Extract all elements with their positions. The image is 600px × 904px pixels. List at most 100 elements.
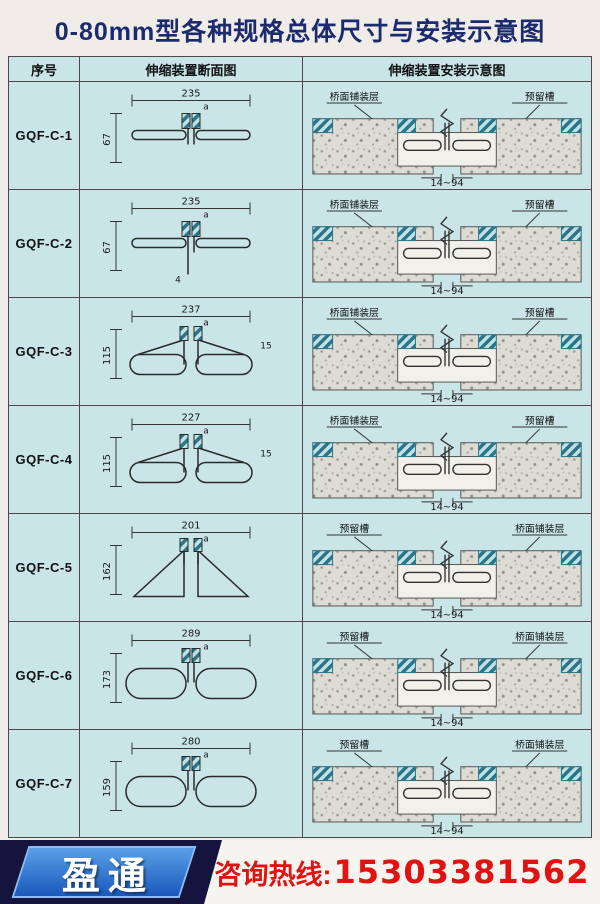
install-left-label: 预留槽 bbox=[339, 522, 369, 535]
install-right-label: 桥面铺装层 bbox=[515, 522, 564, 535]
install-diagram: 桥面铺装层 预留槽 14~94 bbox=[303, 298, 591, 405]
model-label: GQF-C-1 bbox=[9, 82, 79, 189]
height-dim: 67 bbox=[102, 133, 113, 146]
header-install-diagram: 伸缩装置安装示意图 bbox=[303, 57, 591, 81]
section-diagram-svg: 235 67 a bbox=[102, 89, 251, 163]
header-section-diagram: 伸缩装置断面图 bbox=[80, 57, 302, 81]
install-left-label: 预留槽 bbox=[339, 630, 369, 643]
section-diagram-svg: 289 173 a bbox=[102, 629, 257, 703]
model-label: GQF-C-2 bbox=[9, 190, 79, 297]
section-diagram-svg: 280 159 a bbox=[102, 737, 257, 811]
gap-dim: a bbox=[203, 535, 209, 545]
install-diagram: 预留槽 桥面铺装层 14~94 bbox=[303, 514, 591, 621]
install-drawing bbox=[312, 102, 582, 183]
section-diagram: 201 162 a bbox=[80, 514, 302, 621]
install-drawing bbox=[312, 210, 582, 291]
section-profile-drawing bbox=[131, 112, 251, 146]
install-drawing bbox=[312, 534, 582, 615]
model-label: GQF-C-4 bbox=[9, 406, 79, 513]
section-diagram-svg: 235 67 a 4 bbox=[102, 197, 251, 286]
install-range-dim: 14~94 bbox=[430, 286, 463, 297]
section-profile-drawing bbox=[131, 220, 251, 254]
install-drawing bbox=[312, 642, 582, 723]
spec-table: 序号 伸缩装置断面图 伸缩装置安装示意图 GQF-C-1 235 67 a 桥面… bbox=[8, 56, 592, 838]
width-dim: 235 bbox=[181, 89, 200, 100]
section-diagram: 227 115 a 15 bbox=[80, 406, 302, 513]
side-dim: 15 bbox=[260, 450, 271, 460]
gap-dim: a bbox=[203, 751, 209, 761]
install-right-label: 预留槽 bbox=[525, 306, 555, 319]
install-range-dim: 14~94 bbox=[430, 394, 463, 405]
dimension-lines bbox=[109, 202, 251, 271]
section-diagram-svg: 227 115 a 15 bbox=[102, 413, 272, 487]
install-left-label: 桥面铺装层 bbox=[330, 198, 379, 211]
model-label: GQF-C-7 bbox=[9, 730, 79, 837]
dimension-lines bbox=[109, 94, 251, 163]
install-diagram-svg: 桥面铺装层 预留槽 14~94 bbox=[312, 198, 582, 297]
install-diagram: 桥面铺装层 预留槽 14~94 bbox=[303, 82, 591, 189]
install-right-label: 桥面铺装层 bbox=[515, 630, 564, 643]
height-dim: 115 bbox=[102, 454, 113, 473]
install-diagram: 桥面铺装层 预留槽 14~94 bbox=[303, 406, 591, 513]
section-profile-drawing bbox=[125, 755, 257, 808]
section-profile-drawing bbox=[129, 433, 253, 484]
brand-parallelogram: 盈通 bbox=[11, 846, 197, 898]
model-label: GQF-C-5 bbox=[9, 514, 79, 621]
install-right-label: 预留槽 bbox=[525, 198, 555, 211]
section-diagram-svg: 237 115 a 15 bbox=[102, 305, 272, 379]
height-dim: 173 bbox=[102, 670, 113, 689]
install-right-label: 桥面铺装层 bbox=[515, 738, 564, 751]
width-dim: 235 bbox=[181, 197, 200, 208]
dimension-lines bbox=[109, 526, 251, 595]
install-diagram-svg: 桥面铺装层 预留槽 14~94 bbox=[312, 90, 582, 189]
width-dim: 289 bbox=[181, 629, 200, 640]
width-dim: 237 bbox=[181, 305, 200, 316]
section-diagram: 280 159 a bbox=[80, 730, 302, 837]
install-diagram: 桥面铺装层 预留槽 14~94 bbox=[303, 190, 591, 297]
height-dim: 162 bbox=[102, 562, 113, 581]
hotline-area: 咨询热线: 15303381562 bbox=[204, 840, 600, 904]
install-range-dim: 14~94 bbox=[430, 502, 463, 513]
install-left-label: 桥面铺装层 bbox=[330, 90, 379, 103]
install-drawing bbox=[312, 750, 582, 831]
install-diagram-svg: 预留槽 桥面铺装层 14~94 bbox=[312, 630, 582, 729]
side-dim: 4 bbox=[175, 276, 181, 286]
gap-dim: a bbox=[203, 319, 209, 329]
install-diagram-svg: 桥面铺装层 预留槽 14~94 bbox=[312, 414, 582, 513]
install-diagram-svg: 桥面铺装层 预留槽 14~94 bbox=[312, 306, 582, 405]
install-diagram-svg: 预留槽 桥面铺装层 14~94 bbox=[312, 522, 582, 621]
page-title: 0-80mm型各种规格总体尺寸与安装示意图 bbox=[54, 18, 546, 46]
section-profile-drawing bbox=[133, 537, 249, 598]
gap-dim: a bbox=[203, 211, 209, 221]
install-right-label: 预留槽 bbox=[525, 90, 555, 103]
install-left-label: 桥面铺装层 bbox=[330, 414, 379, 427]
header-serial: 序号 bbox=[9, 57, 79, 81]
footer-banner: 盈通 咨询热线: 15303381562 bbox=[0, 840, 600, 904]
width-dim: 201 bbox=[181, 521, 200, 532]
section-diagram-svg: 201 162 a bbox=[102, 521, 251, 598]
side-dim: 15 bbox=[260, 342, 271, 352]
width-dim: 227 bbox=[181, 413, 200, 424]
install-diagram: 预留槽 桥面铺装层 14~94 bbox=[303, 730, 591, 837]
brand-name: 盈通 bbox=[61, 855, 154, 898]
install-drawing bbox=[312, 318, 582, 399]
hotline-number: 15303381562 bbox=[333, 853, 590, 891]
height-dim: 67 bbox=[102, 241, 113, 254]
install-range-dim: 14~94 bbox=[430, 718, 463, 729]
height-dim: 159 bbox=[102, 778, 113, 797]
install-right-label: 预留槽 bbox=[525, 414, 555, 427]
install-range-dim: 14~94 bbox=[430, 178, 463, 189]
gap-dim: a bbox=[203, 103, 209, 113]
model-label: GQF-C-6 bbox=[9, 622, 79, 729]
section-diagram: 237 115 a 15 bbox=[80, 298, 302, 405]
install-diagram-svg: 预留槽 桥面铺装层 14~94 bbox=[312, 738, 582, 837]
height-dim: 115 bbox=[102, 346, 113, 365]
install-range-dim: 14~94 bbox=[430, 610, 463, 621]
gap-dim: a bbox=[203, 643, 209, 653]
install-drawing bbox=[312, 426, 582, 507]
section-diagram: 289 173 a bbox=[80, 622, 302, 729]
section-diagram: 235 67 a bbox=[80, 82, 302, 189]
install-left-label: 桥面铺装层 bbox=[330, 306, 379, 319]
gap-dim: a bbox=[203, 427, 209, 437]
section-profile-drawing bbox=[129, 325, 253, 376]
